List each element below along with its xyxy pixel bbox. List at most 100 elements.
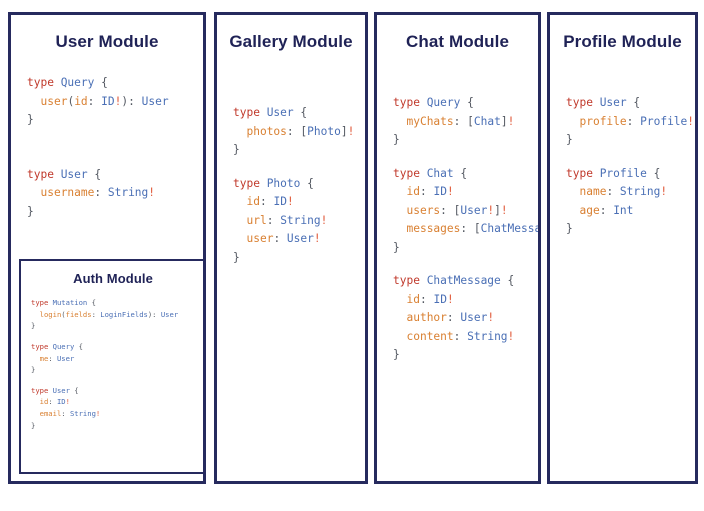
token-pun: { [74, 342, 83, 352]
token-bang: ! [487, 203, 495, 217]
token-pun: : [ [286, 124, 308, 138]
code-group-gap [31, 376, 203, 385]
code-block-profile: type User { profile: Profile!}type Profi… [550, 94, 695, 239]
code-group-gap [393, 150, 538, 165]
code-line: type Chat { [393, 165, 538, 184]
token-tn: Profile [599, 166, 647, 180]
token-tn: Mutation [52, 298, 88, 308]
token-pun: : [48, 353, 57, 363]
code-line: } [566, 131, 695, 150]
type-definition-user: type User { profile: Profile!} [566, 94, 695, 150]
token-fld: users [406, 203, 441, 217]
token-pun [393, 222, 406, 235]
type-definition-chatmessage: type ChatMessage { id: ID! author: User!… [393, 272, 538, 365]
token-fld: photos [246, 124, 287, 138]
token-tn: ID [273, 195, 287, 209]
code-block-user: type Query { user(id: ID!): User}type Us… [11, 74, 203, 221]
token-bang: ! [487, 311, 495, 325]
token-tn: ChatMessage [426, 274, 501, 288]
code-line: } [233, 249, 365, 268]
token-pun: } [393, 133, 400, 147]
module-card-user[interactable]: User Module type Query { user(id: ID!): … [8, 12, 206, 484]
code-line: } [31, 320, 203, 332]
code-line: } [233, 141, 365, 160]
token-tn: Int [613, 203, 634, 217]
token-pun: : [87, 94, 102, 108]
token-tn: Query [426, 96, 461, 110]
token-tn: User [599, 96, 627, 110]
code-group-gap [233, 160, 365, 175]
token-pun: : [94, 186, 108, 200]
token-pun: } [31, 420, 36, 430]
token-pun: { [87, 298, 96, 308]
token-pun: } [27, 204, 34, 218]
token-pun: } [566, 133, 573, 147]
token-pun: : [ [460, 222, 481, 236]
token-bang: ! [286, 195, 294, 209]
token-pun: : [266, 213, 281, 227]
type-definition-mutation: type Mutation { login(fields: LoginField… [31, 297, 203, 332]
spacer [377, 52, 538, 94]
type-definition-user: type User { username: String!} [27, 166, 203, 222]
token-tn: Photo [266, 176, 301, 190]
token-pun [27, 186, 40, 199]
token-kw: type [233, 176, 267, 190]
token-kw: type [566, 96, 600, 110]
code-line: email: String! [31, 408, 203, 420]
token-tn: User [56, 353, 75, 363]
code-line: name: String! [566, 183, 695, 202]
module-title-profile: Profile Module [563, 32, 682, 51]
module-card-auth[interactable]: Auth Module type Mutation { login(fields… [19, 259, 203, 474]
code-line: type ChatMessage { [393, 272, 538, 291]
token-fld: user [246, 232, 274, 246]
type-definition-profile: type Profile { name: String! age: Int} [566, 165, 695, 239]
module-title-gallery: Gallery Module [229, 32, 353, 51]
token-bang: ! [687, 114, 695, 128]
module-title-user: User Module [55, 32, 159, 51]
code-line: photos: [Photo]! [233, 123, 365, 142]
token-pun: : [626, 114, 641, 128]
token-kw: type [566, 166, 600, 180]
code-line: } [393, 239, 538, 258]
token-pun: } [27, 113, 34, 127]
token-tn: User [160, 309, 179, 319]
module-card-profile[interactable]: Profile Module type User { profile: Prof… [547, 12, 698, 484]
code-line: user(id: ID!): User [27, 93, 203, 112]
token-fld: profile [579, 114, 627, 128]
code-line: } [566, 220, 695, 239]
token-pun [233, 125, 246, 138]
token-tn: User [460, 203, 488, 217]
token-bang: ! [446, 292, 454, 306]
code-line: profile: Profile! [566, 113, 695, 132]
token-pun: ] [494, 203, 501, 217]
token-fld: id [74, 94, 88, 108]
token-pun [566, 204, 579, 217]
token-pun [31, 397, 40, 406]
code-block-chat: type Query { myChats: [Chat]!} type Chat … [377, 94, 538, 365]
token-pun: : [606, 185, 620, 199]
token-fld: id [246, 195, 260, 209]
token-fld: url [246, 213, 267, 227]
token-pun: { [626, 96, 641, 110]
token-tn: Profile [640, 114, 688, 128]
token-fld: fields [65, 309, 92, 319]
token-fld: id [406, 292, 420, 306]
token-pun [31, 409, 40, 418]
token-tn: Chat [473, 114, 501, 128]
token-pun: } [393, 348, 400, 362]
token-tn: ID [56, 397, 66, 407]
code-line: myChats: [Chat]! [393, 113, 538, 132]
type-definition-query: type Query { myChats: [Chat]!} [393, 94, 538, 150]
module-card-gallery[interactable]: Gallery Module type User { photos: [Phot… [214, 12, 368, 484]
token-pun: : [453, 329, 468, 343]
token-pun: } [31, 321, 36, 331]
code-line: url: String! [233, 212, 365, 231]
module-card-chat[interactable]: Chat Module type Query { myChats: [Chat]… [374, 12, 541, 484]
code-line: login(fields: LoginFields): User [31, 309, 203, 321]
token-kw: type [27, 167, 61, 181]
token-tn: String [467, 329, 508, 343]
token-pun: : [48, 397, 57, 407]
token-tn: User [141, 94, 169, 108]
token-pun: : [419, 292, 434, 306]
